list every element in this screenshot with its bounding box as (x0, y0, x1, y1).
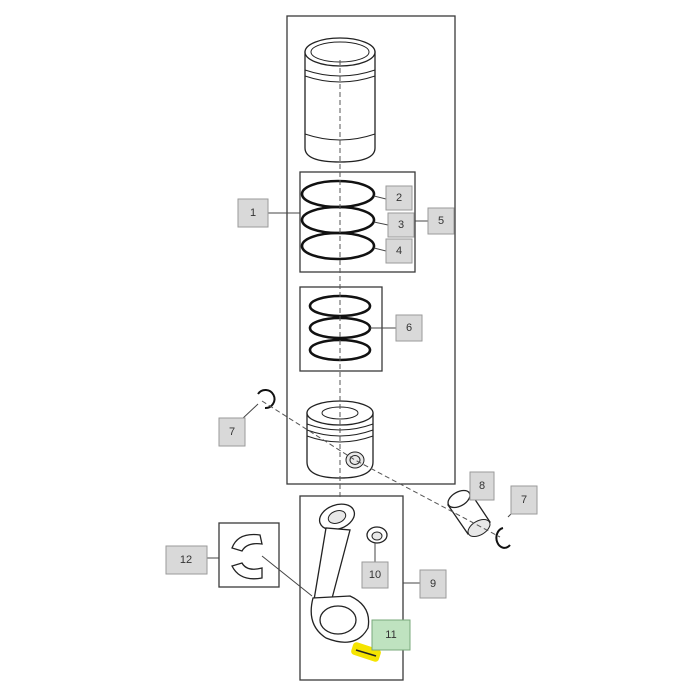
rod-frame-9 (299, 495, 404, 681)
piston-ring-3 (300, 205, 376, 235)
callout-4: 4 (385, 238, 413, 264)
callout-12: 12 (165, 545, 208, 575)
callout-7-right: 7 (510, 485, 538, 515)
bearing-shells (231, 533, 263, 580)
svg-text:7: 7 (229, 426, 235, 438)
svg-text:1: 1 (250, 207, 256, 219)
pin-axis (261, 400, 501, 538)
svg-text:9: 9 (430, 578, 436, 590)
svg-text:2: 2 (396, 192, 402, 204)
svg-text:6: 6 (406, 322, 412, 334)
callout-5: 5 (427, 207, 455, 235)
svg-text:3: 3 (398, 219, 404, 231)
callout-8: 8 (469, 471, 495, 501)
callout-7-left: 7 (218, 417, 246, 447)
cylinder-liner (304, 37, 376, 163)
callout-2: 2 (385, 185, 413, 211)
svg-text:7: 7 (521, 494, 527, 506)
piston-pin (447, 489, 491, 538)
rod-bolt-highlighted (351, 642, 381, 662)
snap-ring-right (495, 527, 511, 549)
ring-set-frame-6 (299, 286, 383, 372)
connecting-rod (310, 503, 370, 643)
svg-text:8: 8 (479, 480, 485, 492)
bearing-frame-12 (218, 522, 280, 588)
rod-bushing (366, 526, 388, 544)
callout-10: 10 (361, 561, 389, 589)
callout-11: 11 (371, 619, 411, 651)
svg-text:12: 12 (180, 554, 192, 566)
assembly-frame-1 (286, 15, 456, 485)
piston-ring-4 (300, 231, 376, 261)
piston-ring-2 (300, 179, 376, 209)
svg-text:4: 4 (396, 245, 402, 257)
svg-text:11: 11 (385, 629, 396, 641)
snap-ring-left (257, 389, 276, 410)
svg-text:10: 10 (369, 569, 381, 581)
callout-6: 6 (395, 314, 423, 342)
callout-9: 9 (419, 569, 447, 599)
callout-3: 3 (387, 212, 415, 238)
callout-1: 1 (237, 198, 269, 228)
ring-set-frame-5 (299, 171, 416, 273)
svg-text:5: 5 (438, 215, 444, 227)
